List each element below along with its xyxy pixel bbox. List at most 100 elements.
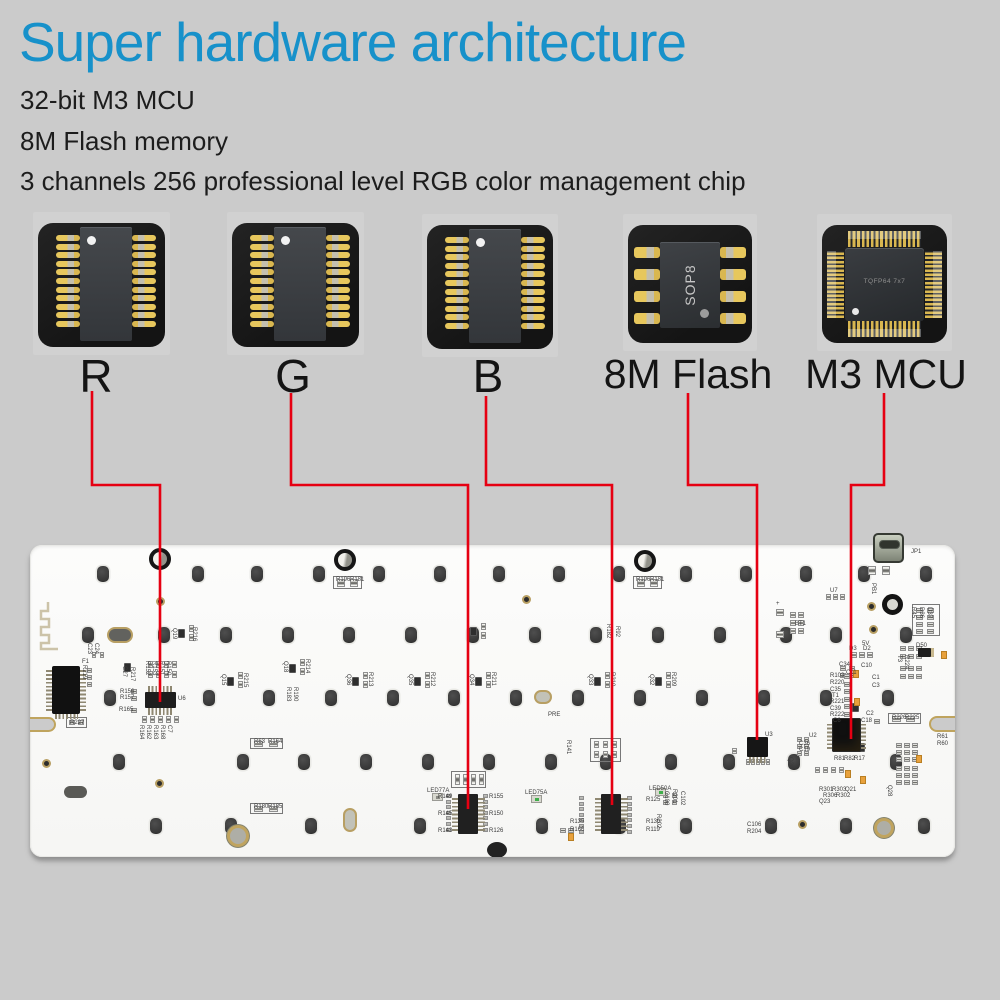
switch-hole <box>634 690 646 706</box>
ic-u3-flash <box>747 737 768 757</box>
board-label: R17 <box>854 756 866 762</box>
component-pad <box>579 812 584 817</box>
component-pad <box>254 806 263 812</box>
chip-pin <box>720 291 746 302</box>
board-label: Q34 <box>468 674 474 686</box>
board-label: R126 <box>489 828 504 834</box>
board-label: Q32 <box>648 674 654 686</box>
chip-pin <box>634 247 660 258</box>
component-pad <box>666 681 671 688</box>
switch-hole <box>545 754 557 770</box>
board-label: R211 <box>490 672 496 686</box>
board-label: U2 <box>809 733 817 739</box>
component-pad <box>904 766 910 771</box>
board-label: R164 <box>138 725 144 740</box>
board-label: R214 <box>304 659 310 674</box>
board-label: JP1 <box>911 549 922 555</box>
chip-pin <box>445 237 469 243</box>
board-label: R213 <box>367 672 373 687</box>
component-pad <box>840 594 845 600</box>
switch-hole <box>553 566 565 582</box>
switch-hole <box>422 754 434 770</box>
component-pad <box>868 566 876 575</box>
chip-pin <box>250 235 274 241</box>
component-pad <box>859 652 865 658</box>
silkscreen-box <box>250 803 283 814</box>
chip-pin <box>132 252 156 259</box>
component-pad <box>844 696 850 702</box>
board-label: R196 <box>636 577 651 583</box>
component-pad <box>833 594 838 600</box>
component-pad <box>916 629 923 634</box>
board-label: R150 <box>489 811 504 817</box>
component-pad <box>916 615 923 620</box>
board-label: R181 <box>650 577 665 583</box>
component-pad <box>78 720 84 725</box>
board-label: R163 <box>152 725 158 740</box>
board-label: C1 <box>872 675 880 681</box>
switch-hole <box>82 627 94 643</box>
ic-u6-r-driver <box>145 692 176 708</box>
switch-hole <box>150 818 162 834</box>
component-pad <box>732 748 737 754</box>
board-label: C7 <box>166 725 172 733</box>
component-pad <box>672 793 677 798</box>
switch-hole <box>788 754 800 770</box>
board-label: R92 <box>614 626 620 638</box>
component-pad <box>826 594 831 600</box>
chip-pin <box>132 269 156 276</box>
pin1-dot <box>852 308 859 315</box>
component-pad <box>579 796 584 800</box>
switch-hole <box>97 566 109 582</box>
board-label: R212 <box>429 672 435 687</box>
subtitle-flash: 8M Flash memory <box>20 126 229 156</box>
switch-hole <box>758 690 770 706</box>
component-pad <box>844 689 850 695</box>
board-label: R183 <box>285 687 291 702</box>
component-pad <box>164 671 169 678</box>
switch-hole <box>510 690 522 706</box>
board-label: C23 <box>86 643 92 655</box>
board-label: R103 <box>830 673 845 679</box>
component-pad <box>164 661 169 668</box>
chip-pin <box>720 269 746 280</box>
chip-pin <box>521 314 545 321</box>
pin1-dot <box>281 236 290 245</box>
switch-hole <box>493 566 505 582</box>
board-label: LED50A <box>649 786 672 792</box>
big-ring-hole <box>882 594 903 615</box>
ic-pins <box>827 722 832 749</box>
board-label: R209 <box>670 672 676 687</box>
component-pad <box>900 646 906 651</box>
board-label: + <box>776 601 780 607</box>
board-label: R196 <box>336 577 351 583</box>
board-label: Q28 <box>886 785 892 797</box>
switch-hole <box>613 566 625 582</box>
board-label: C34 <box>839 662 851 668</box>
chip-pin <box>521 245 545 252</box>
chip-pin <box>132 260 156 267</box>
oval-hole <box>63 786 87 798</box>
chip-body <box>80 227 132 341</box>
capacitor-orange <box>860 776 866 784</box>
board-label: D36 <box>918 607 924 619</box>
component-pad <box>579 801 584 806</box>
component-pad <box>844 674 850 679</box>
component-pad <box>100 652 104 658</box>
chip-pin <box>56 321 80 327</box>
board-label: R153 <box>151 661 157 676</box>
chip-body: SOP8 <box>660 242 720 328</box>
chip-body-text: SOP8 <box>682 264 698 306</box>
switch-hole <box>882 690 894 706</box>
chip-tile-b <box>427 225 553 349</box>
board-label: R227 <box>70 720 85 726</box>
gold-screw-hole <box>874 818 894 838</box>
board-label: R302 <box>836 793 851 799</box>
board-label: R130 <box>646 819 661 825</box>
chip-pin <box>326 269 350 276</box>
ic-pins <box>55 714 78 719</box>
board-label: C100 <box>663 791 669 806</box>
chip-pin <box>56 278 80 284</box>
